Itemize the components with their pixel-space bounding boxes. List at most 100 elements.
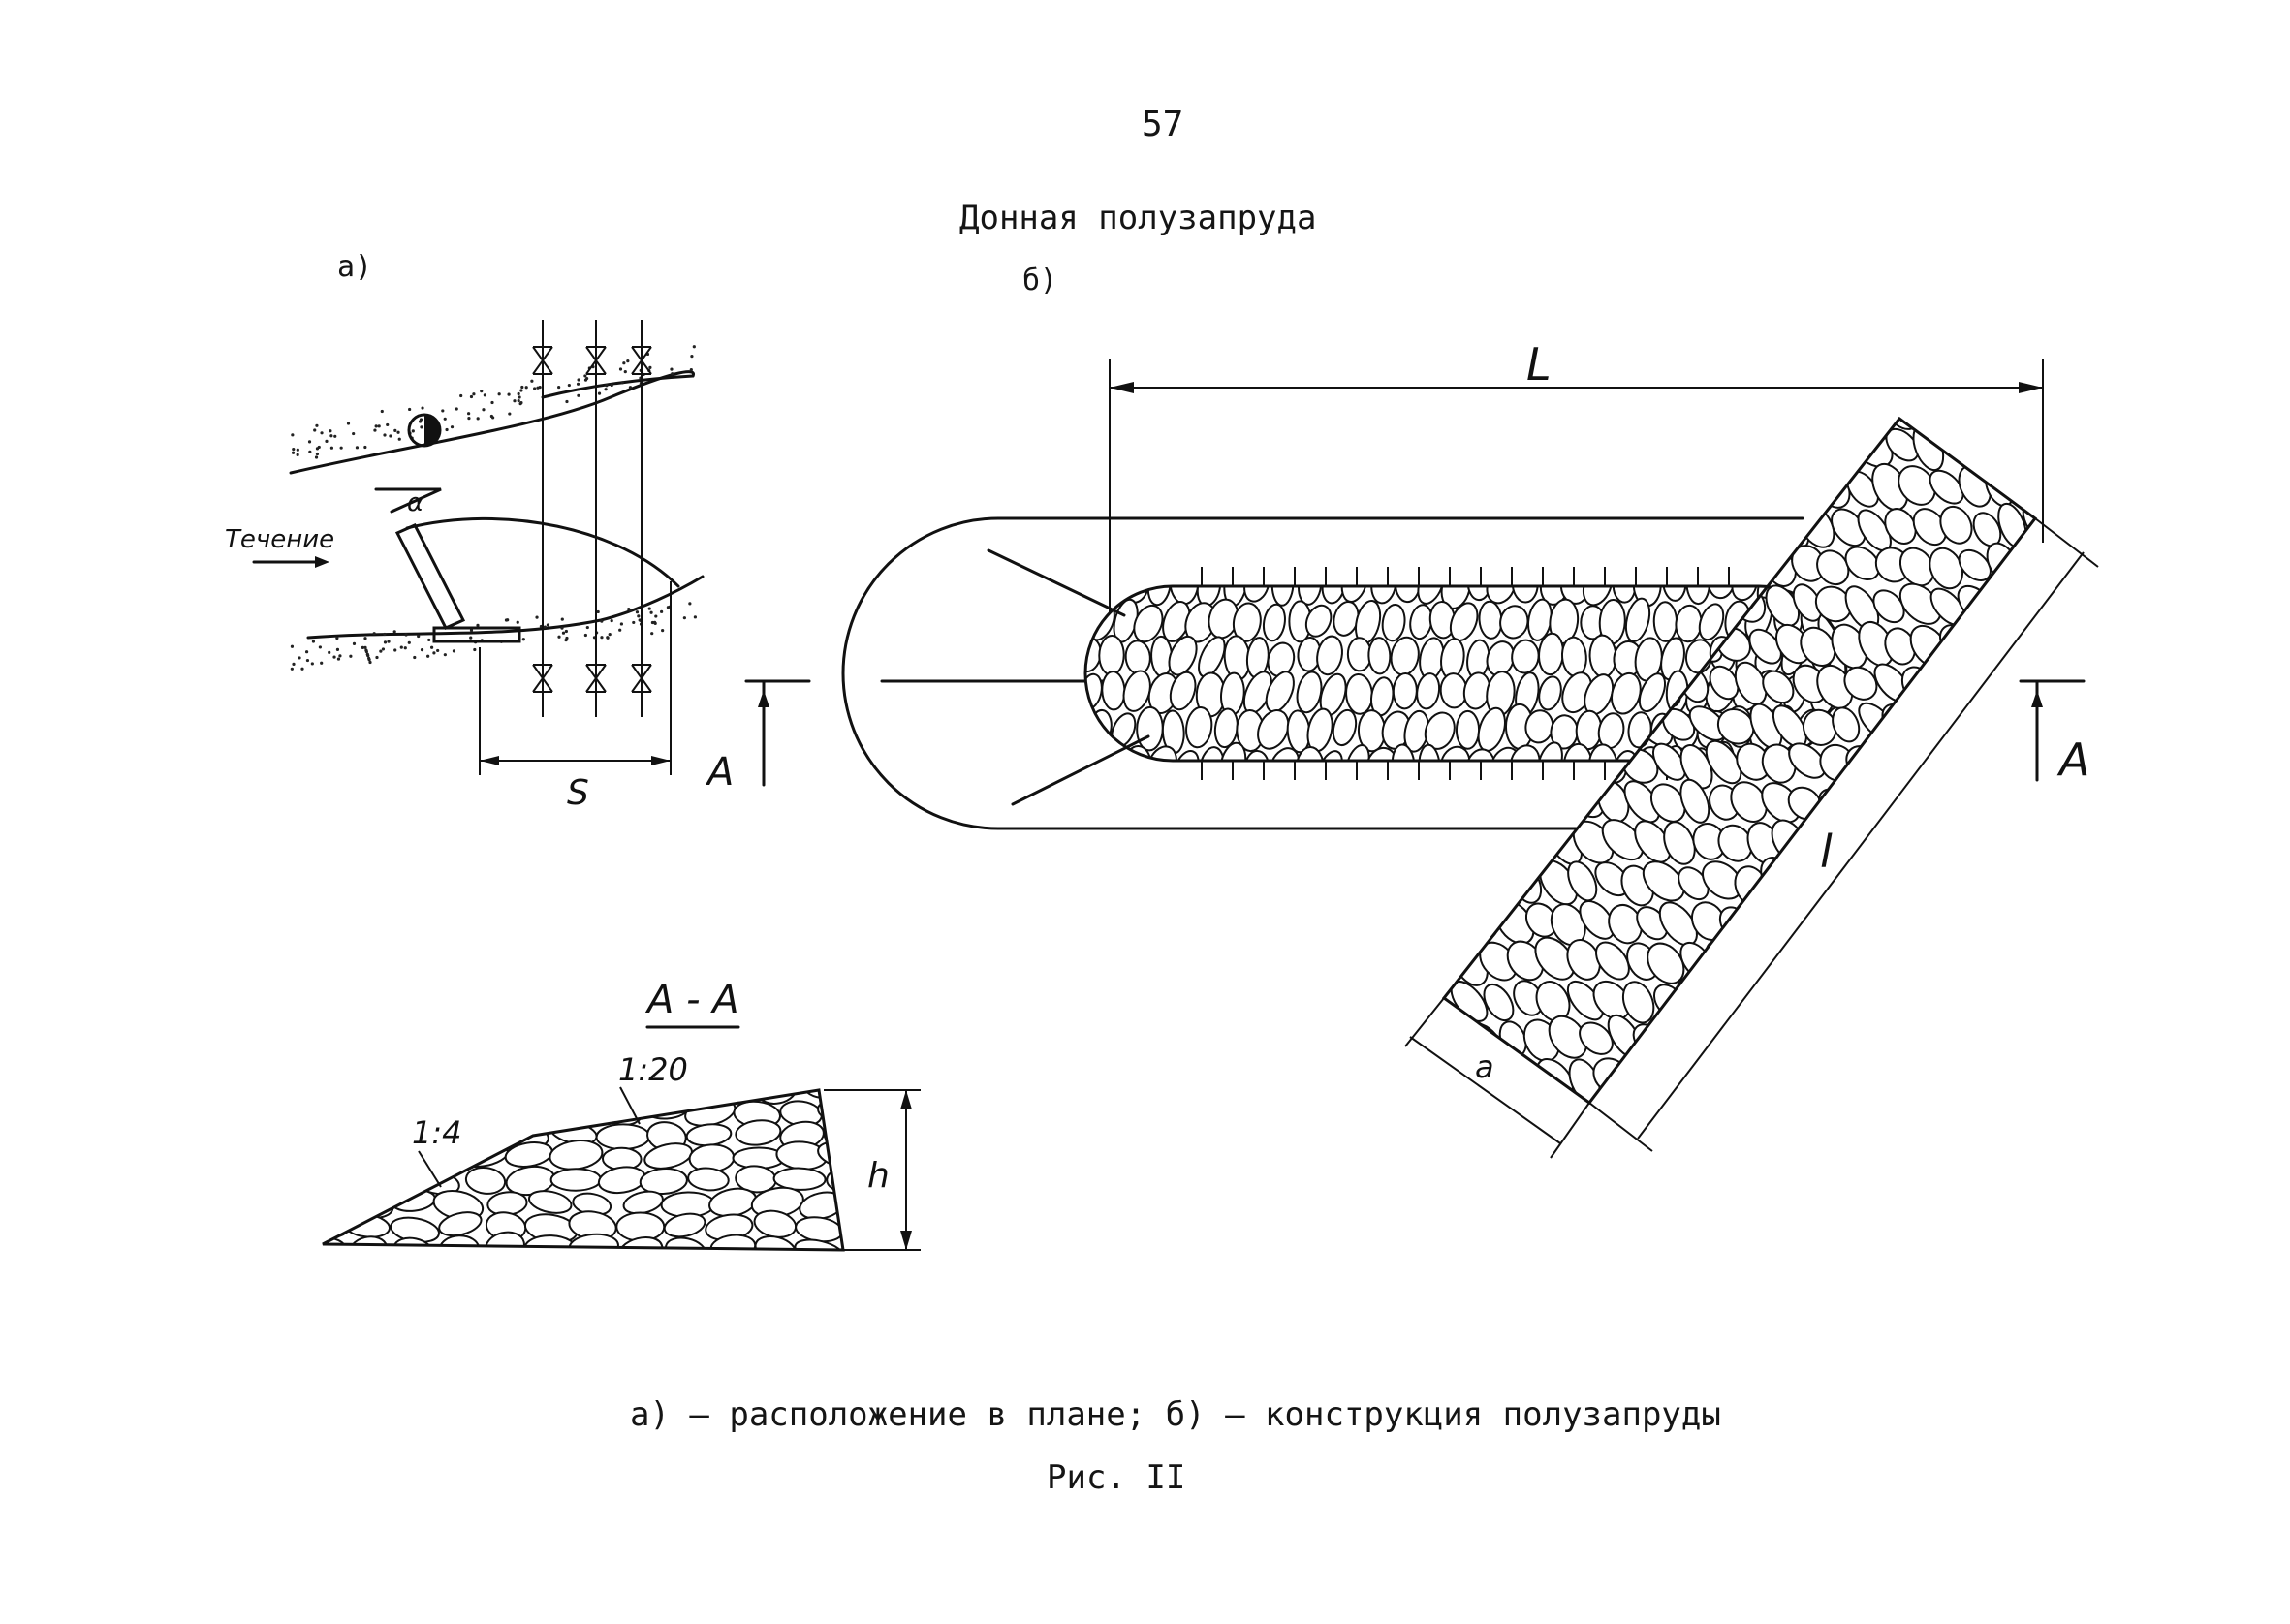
stipple-dot: [291, 433, 295, 437]
stone-icon: [1965, 1021, 2004, 1060]
stone-icon: [2013, 863, 2035, 896]
stone-icon: [1707, 586, 1736, 600]
stone-icon: [2016, 665, 2035, 703]
stone-icon: [1958, 548, 1992, 581]
stone-icon: [1707, 1064, 1739, 1101]
stone-icon: [1652, 601, 1678, 642]
stone-icon: [595, 1123, 651, 1151]
stipple-dot: [407, 640, 411, 644]
stone-icon: [1608, 504, 1643, 545]
stone-icon: [1199, 746, 1225, 761]
stone-icon: [1168, 635, 1198, 676]
dam-foot: [432, 626, 521, 643]
stone-icon: [1444, 865, 1463, 904]
stipple-dot: [482, 408, 486, 412]
stipple-dot: [374, 424, 378, 428]
stipple-dot: [690, 355, 694, 359]
stone-icon: [1956, 859, 1992, 900]
stipple-dot: [355, 446, 360, 450]
stone-icon: [348, 1235, 389, 1250]
stipple-dot: [585, 625, 589, 630]
stipple-dot: [524, 386, 528, 390]
stone-icon: [1511, 639, 1540, 674]
stipple-dot: [650, 632, 654, 636]
stipple-dot: [504, 618, 509, 622]
stipple-dot: [610, 383, 613, 388]
stone-icon: [687, 1167, 730, 1192]
stipple-dot: [520, 385, 524, 390]
stone-icon: [1621, 981, 1655, 1024]
stipple-dot: [557, 385, 561, 390]
stone-icon: [1465, 748, 1496, 761]
stone-icon: [1483, 787, 1520, 823]
stone-icon: [1746, 419, 1782, 434]
stipple-dot: [436, 648, 440, 653]
stipple-dot: [467, 412, 471, 416]
stone-icon: [327, 1142, 373, 1174]
stone-icon: [1831, 903, 1867, 940]
stone-icon: [1269, 747, 1301, 761]
stipple-dot: [648, 365, 652, 370]
stone-icon: [1750, 1022, 1782, 1059]
stone-icon: [1708, 979, 1740, 1019]
stone-icon: [1939, 902, 1978, 939]
stipple-dot: [413, 655, 417, 660]
stone-icon: [1886, 1020, 1922, 1056]
stone-icon: [1499, 605, 1529, 640]
stone-icon: [1928, 1059, 1965, 1100]
stone-icon: [1675, 468, 1718, 508]
stone-icon: [1619, 1063, 1658, 1102]
stone-icon: [1845, 1059, 1881, 1094]
stone-icon: [1803, 1020, 1836, 1063]
stone-icon: [1995, 1016, 2035, 1061]
stone-icon: [1560, 636, 1587, 677]
stipple-dot: [292, 447, 296, 452]
stipple-dot: [452, 649, 456, 653]
stipple-dot: [469, 394, 474, 399]
stipple-dot: [535, 615, 539, 619]
stipple-dot: [335, 636, 339, 640]
dim-l-arrow-right-icon: [2019, 382, 2043, 393]
stone-icon: [1085, 744, 1101, 761]
stipple-dot: [403, 646, 407, 650]
stone-icon: [1884, 419, 1921, 430]
stone-icon: [1988, 744, 2017, 782]
stone-icon: [1136, 705, 1164, 752]
stone-icon: [1874, 1059, 1911, 1103]
stone-icon: [1760, 941, 1796, 984]
stone-icon: [1582, 586, 1614, 607]
section-title: А - А: [644, 978, 739, 1022]
stipple-dot: [317, 445, 321, 450]
stipple-dot: [417, 634, 421, 639]
stone-icon: [2032, 937, 2081, 985]
width-label: а: [1475, 1048, 1494, 1085]
stone-icon: [504, 1141, 553, 1168]
stone-icon: [1852, 901, 1892, 942]
section-stone-fill: [323, 1090, 843, 1250]
stone-icon: [1541, 468, 1572, 505]
stone-icon: [1659, 1017, 1699, 1059]
angle-marker: [374, 487, 442, 514]
stone-icon: [1088, 708, 1113, 746]
stone-icon: [1675, 604, 1703, 643]
stipple-dot: [315, 452, 320, 456]
stone-icon: [1444, 427, 1478, 469]
stone-icon: [1788, 977, 1825, 1022]
stone-icon: [1999, 419, 2035, 431]
stone-icon: [1270, 586, 1295, 607]
stone-icon: [1854, 419, 1891, 424]
stone-icon: [1844, 546, 1881, 581]
stipple-dot: [329, 446, 334, 450]
stipple-dot: [597, 391, 602, 395]
stone-icon: [1693, 428, 1725, 466]
stone-icon: [1903, 981, 1934, 1023]
stone-icon: [464, 1167, 507, 1195]
stone-icon: [1844, 781, 1878, 827]
dim-crest-ext-bottom: [1588, 1102, 1653, 1152]
stipple-dot: [364, 649, 368, 654]
stone-icon: [549, 1168, 602, 1192]
stone-icon: [1705, 940, 1740, 988]
stone-icon: [639, 1167, 688, 1196]
stipple-dot: [383, 433, 387, 437]
